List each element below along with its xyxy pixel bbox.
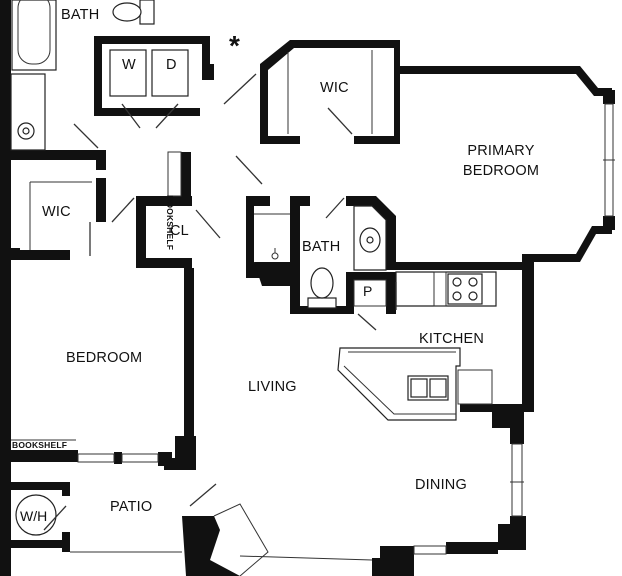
washer xyxy=(109,49,147,97)
kitchen-peninsula xyxy=(337,347,461,421)
dryer xyxy=(151,49,189,97)
bedroom-label: BEDROOM xyxy=(66,350,143,366)
patio-label: PATIO xyxy=(110,499,153,515)
primary-bedroom-label-line1: PRIMARY xyxy=(467,143,535,159)
water-heater xyxy=(15,494,57,536)
primary-bedroom-label-line2: BEDROOM xyxy=(462,163,540,179)
center-bath-label: BATH xyxy=(302,239,341,255)
dining-label: DINING xyxy=(415,477,467,493)
bath-toilet-bowl xyxy=(310,267,334,299)
bathtub xyxy=(11,0,57,71)
bath-toilet-tank xyxy=(307,297,337,309)
closet-label: CL xyxy=(170,223,189,239)
dryer-label: D xyxy=(166,57,177,73)
range xyxy=(447,273,483,305)
primary-wic-label: WIC xyxy=(320,80,349,96)
living-label: LIVING xyxy=(248,379,297,395)
asterisk-note: * xyxy=(229,30,240,61)
left-wic-label: WIC xyxy=(42,204,71,220)
toilet-bowl xyxy=(112,2,142,22)
bookshelf-bottom-label: BOOKSHELF xyxy=(12,440,68,450)
doors xyxy=(43,73,397,531)
windows xyxy=(70,103,615,576)
pantry-label: P xyxy=(363,283,373,299)
washer-label: W xyxy=(122,57,136,73)
toilet-tank xyxy=(139,0,155,25)
bath-top-label: BATH xyxy=(61,7,100,23)
kitchen-label: KITCHEN xyxy=(419,331,485,347)
fixtures xyxy=(10,0,497,536)
water-heater-label: W/H xyxy=(20,508,48,524)
